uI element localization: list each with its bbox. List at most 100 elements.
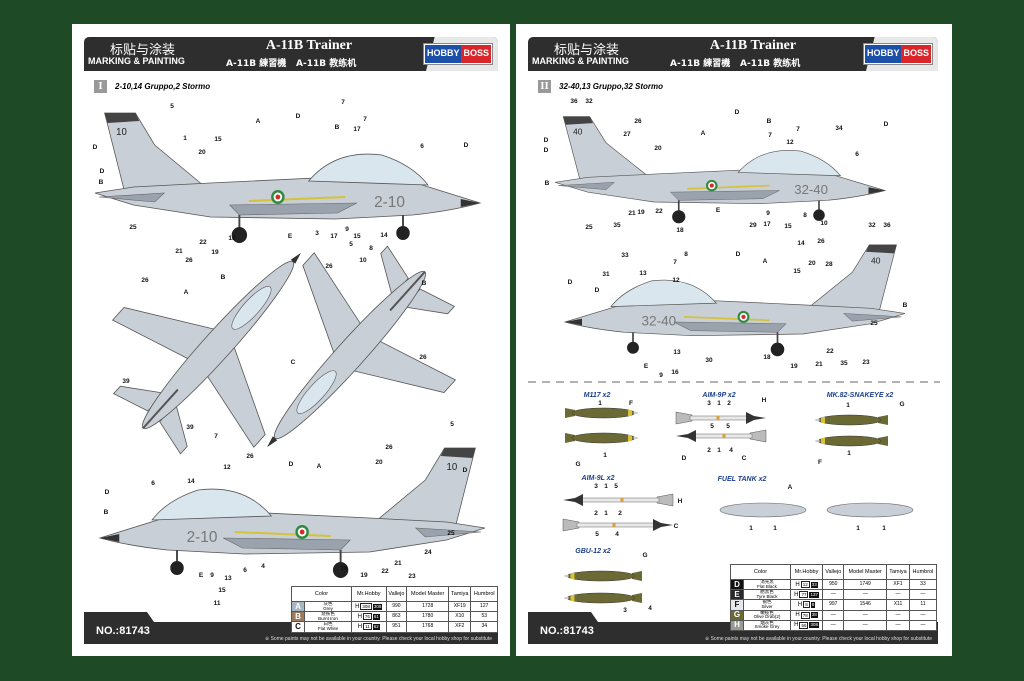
color-name-cn: 胎黑色 [760,589,774,595]
store-callout: 1 [846,402,850,409]
part-number: NO.:81743 [540,625,594,637]
mr-hobby-h: 56 [799,621,809,629]
missile-seeker [746,412,766,424]
missile-body [691,433,753,439]
callout-label: E [716,207,721,214]
color-name-en: Smoke Grey [754,624,780,630]
callout-label: 23 [862,359,870,366]
wing [669,190,780,201]
store-callout: D [682,455,687,462]
color-name-cn: 烧铁色 [321,611,335,617]
fuselage [141,260,295,430]
store-callout: 2 [594,510,598,517]
bomb-fuze [815,419,820,421]
callout-label: 22 [381,568,389,575]
main-wheel [231,227,248,243]
fin-tip [440,448,476,458]
scheme-label: I 2-10,14 Gruppo,2 Stormo [94,80,210,93]
missile-fins [656,493,674,507]
store-callout: H [678,498,683,505]
callout-label: 9 [659,372,663,379]
callout-label: 26 [634,118,642,125]
callout-label: 25 [585,224,593,231]
model-subtitle-cn: A-11B 教练机 [740,59,801,69]
store-title: AIM-9P x2 [701,392,735,399]
part-number: NO.:81743 [96,625,150,637]
aircraft-top-view [111,252,301,455]
store-callout: 1 [847,450,851,457]
callout-label: 12 [786,139,794,146]
callout-label: 3 [315,230,319,237]
nose-tip [565,318,582,326]
color-name-en: Flat White [317,625,339,631]
callout-label: 36 [883,222,891,229]
tail-fin [104,112,204,190]
logo-boss: BOSS [461,45,491,63]
bomb-fuze [564,575,569,577]
callout-label: B [99,179,104,186]
store-title: FUEL TANK x2 [718,476,767,483]
bomb-fins [878,415,888,425]
fuel-tank-2 [826,502,914,518]
callout-label: A [317,463,322,470]
callout-label: 19 [637,209,645,216]
fin-tip [563,116,593,125]
tail-fin [376,447,476,525]
mr-hobby-h: 76 [362,613,372,621]
store-title: GBU-12 x2 [575,548,611,555]
callout-label: 21 [815,361,823,368]
fuselage [273,270,427,440]
aircraft-code: 2-10 [187,529,218,546]
callout-label: 22 [655,208,663,215]
aircraft-code: 32-40 [794,182,828,197]
header-title-en: MARKING & PAINTING [532,56,629,66]
store-callout: 3 [707,400,711,407]
scheme-label: II 32-40,13 Gruppo,32 Stormo [538,80,663,93]
callout-label: 17 [353,126,361,133]
bomb-body [571,432,636,444]
flash-stripe [234,531,332,537]
callout-label: 7 [214,433,218,440]
missile-seeker [676,430,696,442]
aim-9l-1 [563,493,674,507]
nose-tip [868,187,885,194]
mk82-bomb-2 [815,435,888,447]
header-title-en: MARKING & PAINTING [88,56,185,66]
color-name-en: Flat Black [757,583,777,589]
color-table: Color Mr.Hobby Vallejo Model Master Tami… [730,564,938,631]
nose-wheel [170,561,184,575]
bomb-fins [632,571,642,581]
color-name-cn: 灰色 [323,601,333,606]
callout-label: 8 [684,251,688,258]
callout-label: 35 [840,360,848,367]
store-callout: 1 [717,447,721,454]
bomb-fuze [564,597,569,599]
missile-band [716,416,720,420]
missile-fins [562,518,580,532]
fuel-tank-1 [719,502,807,518]
callout-label: 22 [826,348,834,355]
nose-tip [460,199,480,207]
model-subtitle-tw: A-11B 練習機 [226,59,287,69]
callout-label: 20 [654,145,662,152]
callout-label: 25 [129,224,137,231]
callout-label: 14 [380,232,388,239]
callout-label: 30 [705,357,713,364]
nose-wheel [627,341,639,354]
callout-label: 28 [825,261,833,268]
canopy [307,153,429,186]
callout-label: 19 [790,363,798,370]
callout-label: 13 [673,349,681,356]
callout-label: 13 [639,270,647,277]
main-wheel [770,342,785,357]
color-name-en: Tyre Black [756,593,778,599]
callout-label: 26 [141,277,149,284]
callout-label: D [568,279,573,286]
aim-9p-2 [676,429,767,443]
page-header: 标贴与涂装 MARKING & PAINTING A-11B Trainer A… [84,37,498,71]
store-callout: 1 [603,452,607,459]
